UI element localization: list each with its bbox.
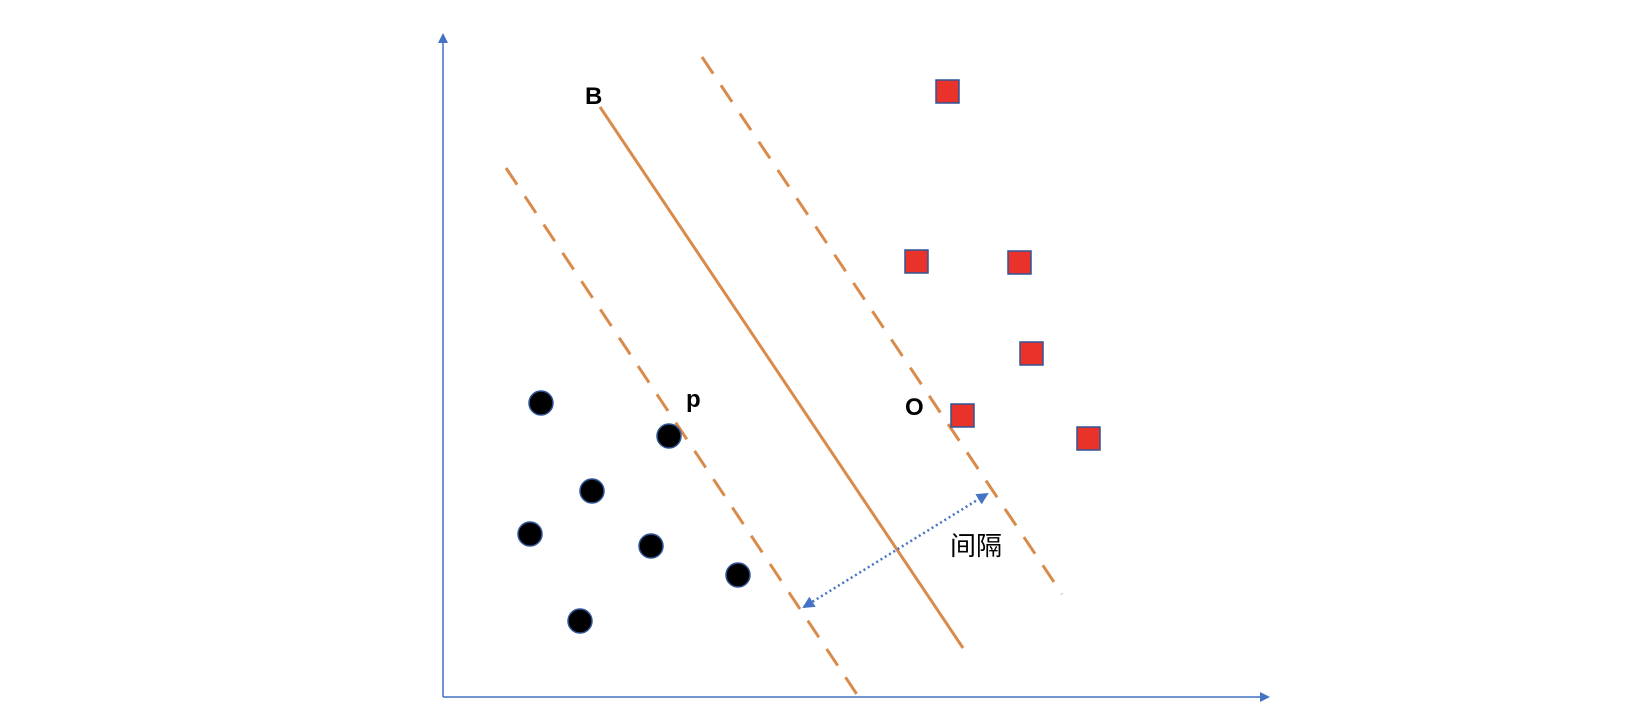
circle-point bbox=[725, 562, 751, 588]
square-support-label: O bbox=[905, 394, 924, 421]
circle-point bbox=[579, 478, 605, 504]
circle-point bbox=[517, 521, 543, 547]
margin-arrow bbox=[802, 492, 989, 609]
hyperplane-label: B bbox=[585, 83, 602, 110]
square-point bbox=[904, 249, 929, 274]
margin-label: 间隔 bbox=[950, 532, 1002, 562]
square-point-support-o bbox=[950, 403, 975, 428]
circle-point bbox=[528, 390, 554, 416]
circle-support-label: p bbox=[686, 386, 701, 413]
square-point bbox=[1007, 250, 1032, 275]
circle-point bbox=[638, 533, 664, 559]
hyperplane-line bbox=[598, 106, 965, 649]
square-point bbox=[1019, 341, 1044, 366]
margin-line-left bbox=[504, 167, 866, 706]
square-point bbox=[935, 79, 960, 104]
circle-point-support-p bbox=[656, 423, 682, 449]
circle-point bbox=[567, 608, 593, 634]
square-point bbox=[1076, 426, 1101, 451]
margin-line-right bbox=[700, 56, 1064, 595]
